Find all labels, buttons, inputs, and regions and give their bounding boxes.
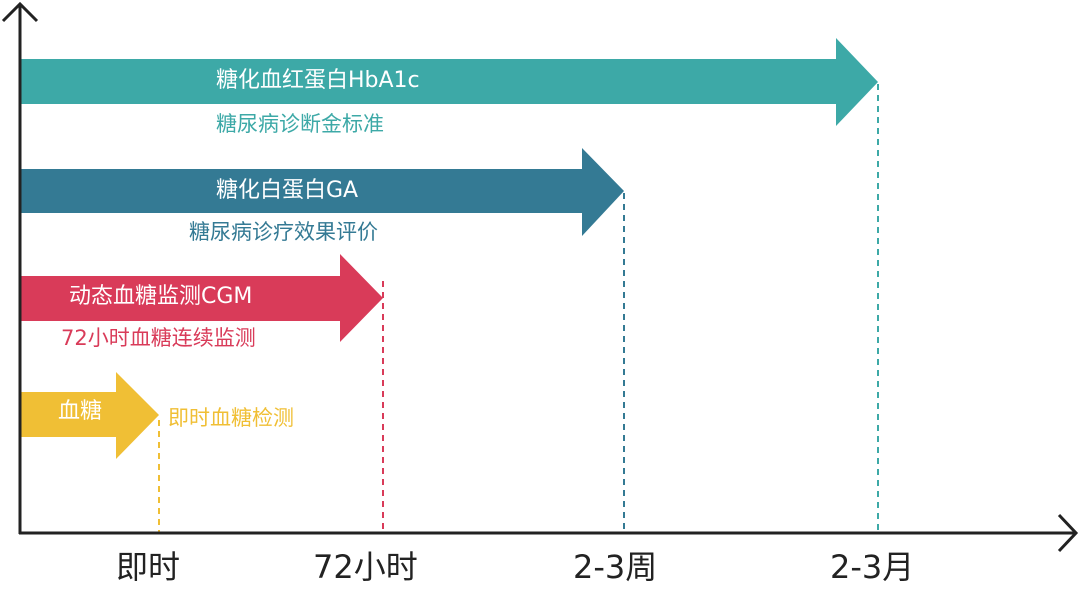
hba1c-label: 糖化血红蛋白HbA1c xyxy=(216,68,420,93)
tick-label-2-3-months: 2-3月 xyxy=(830,548,915,586)
x-axis-arrowhead-icon xyxy=(1057,513,1079,553)
cgm-sublabel: 72小时血糖连续监测 xyxy=(61,326,256,350)
tick-label-72h: 72小时 xyxy=(313,548,418,586)
cgm-arrow xyxy=(20,254,383,342)
glucose-arrow xyxy=(20,372,159,459)
hba1c-sublabel: 糖尿病诊断金标准 xyxy=(216,112,384,136)
cgm-label: 动态血糖监测CGM xyxy=(69,284,253,309)
tick-label-instant: 即时 xyxy=(116,548,181,586)
glucose-sublabel: 即时血糖检测 xyxy=(168,406,294,430)
y-axis-arrowhead-icon xyxy=(1,1,39,23)
hba1c-arrow xyxy=(20,38,878,126)
glucose-label: 血糖 xyxy=(58,399,103,424)
ga-sublabel: 糖尿病诊疗效果评价 xyxy=(189,220,378,244)
tick-label-2-3-weeks: 2-3周 xyxy=(573,548,658,586)
ga-label: 糖化白蛋白GA xyxy=(216,178,359,203)
ga-arrow xyxy=(20,148,624,236)
